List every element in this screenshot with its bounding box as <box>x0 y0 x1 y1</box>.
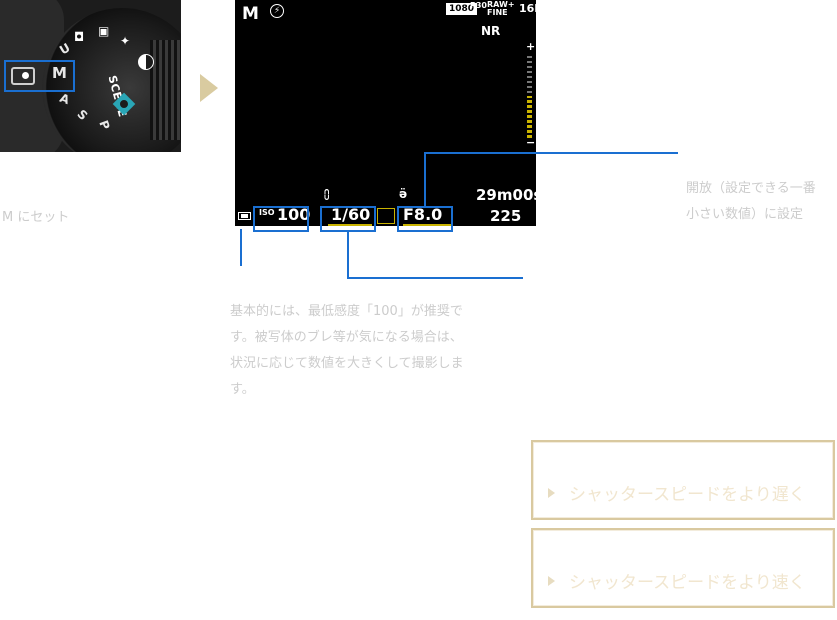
quality-bottom: FINE <box>487 8 508 17</box>
iso-label: ISO <box>259 208 275 217</box>
camera-icon: ◘ <box>74 30 85 44</box>
mode-dial-image: M U A S P SCENE ◘ ▣ ✦ <box>0 0 181 152</box>
vibration-reduction-icon: ⩇ <box>324 188 330 202</box>
arrow-right-icon <box>200 74 218 102</box>
scale-minus: − <box>526 136 536 149</box>
iso-highlight-box <box>253 206 309 232</box>
quality-top: RAW+ <box>487 0 515 9</box>
aperture-underline <box>403 224 453 226</box>
time-remaining: 29m00s <box>476 186 543 204</box>
slower-shutter-label: シャッタースピードをより遅く <box>569 485 806 505</box>
scale-plus: + <box>526 40 536 53</box>
image-size-indicator: 16M <box>519 2 546 15</box>
noise-reduction-icon: NR <box>481 24 501 38</box>
shutter-callout-line-h <box>347 277 523 279</box>
quality-indicator: RAW+FINE <box>487 1 515 17</box>
shutter-underline <box>328 224 372 226</box>
effects-icon: ✦ <box>120 34 131 48</box>
aperture-caption-line2: 小さい数値）に設定 <box>686 207 804 222</box>
aperture-caption-line1: 開放（設定できる一番 <box>686 181 816 196</box>
caret-right-icon <box>548 488 555 498</box>
resolution-badge: 1080 <box>446 3 478 15</box>
aperture-highlight-box <box>397 206 453 232</box>
faster-shutter-label: シャッタースピードをより速く <box>569 573 806 593</box>
dial-mode-m: M <box>52 64 67 82</box>
iso-callout-line <box>240 229 242 266</box>
slower-shutter-button[interactable]: シャッタースピードをより遅く <box>531 440 835 520</box>
mode-highlight-box <box>4 60 75 92</box>
lcd-screen: M ⚡ 1080 P30 RAW+FINE 16M NR + − ⩇ ӛ 29m… <box>235 0 545 226</box>
movie-mode-icon: ▣ <box>98 24 110 38</box>
shutter-speed: 1/60 <box>331 205 371 224</box>
shutter-callout-line-v <box>347 230 349 279</box>
shots-remaining: 225 <box>490 207 522 225</box>
movie-record-icon <box>11 67 35 85</box>
aperture-caption: 開放（設定できる一番 小さい数値）に設定 <box>686 176 837 228</box>
dial-ridge <box>150 40 181 140</box>
caret-right-icon <box>548 576 555 586</box>
aperture-value: F8.0 <box>403 205 443 224</box>
scale-fill <box>527 96 532 138</box>
faster-shutter-button[interactable]: シャッタースピードをより速く <box>531 528 835 608</box>
battery-icon <box>238 212 251 220</box>
iso-caption: 基本的には、最低感度「100」が推奨です。被写体のブレ等が気になる場合は、状況に… <box>230 304 464 397</box>
fps-indicator: P30 <box>470 1 487 10</box>
exposure-meter-box <box>377 208 395 224</box>
aperture-callout-line-h <box>424 152 678 154</box>
shutter-highlight-box <box>320 206 376 232</box>
lcd-mode: M <box>242 4 259 24</box>
set-m-caption: M にセット <box>2 210 70 225</box>
flash-icon: ⚡ <box>270 4 284 18</box>
exposure-scale: + − <box>523 40 535 150</box>
iso-value: 100 <box>277 205 311 224</box>
aperture-callout-line-v <box>424 152 426 206</box>
af-icon: ӛ <box>399 187 408 201</box>
auto-mode-icon <box>138 54 154 70</box>
